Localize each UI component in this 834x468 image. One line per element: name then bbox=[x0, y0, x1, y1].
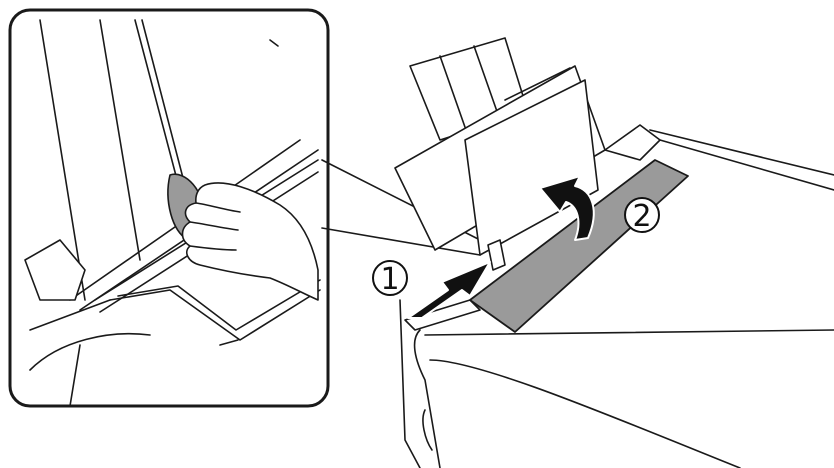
step-2-marker: 2 bbox=[624, 197, 660, 234]
arrow-right-icon bbox=[407, 261, 491, 319]
printer-body bbox=[394, 37, 834, 468]
step-2-label: 2 bbox=[632, 199, 651, 234]
edge-guide bbox=[487, 239, 506, 271]
detail-inset bbox=[8, 8, 330, 408]
step-1-label: 1 bbox=[380, 262, 399, 297]
curved-arrow-icon bbox=[539, 175, 595, 241]
step-1-marker: 1 bbox=[372, 260, 408, 297]
